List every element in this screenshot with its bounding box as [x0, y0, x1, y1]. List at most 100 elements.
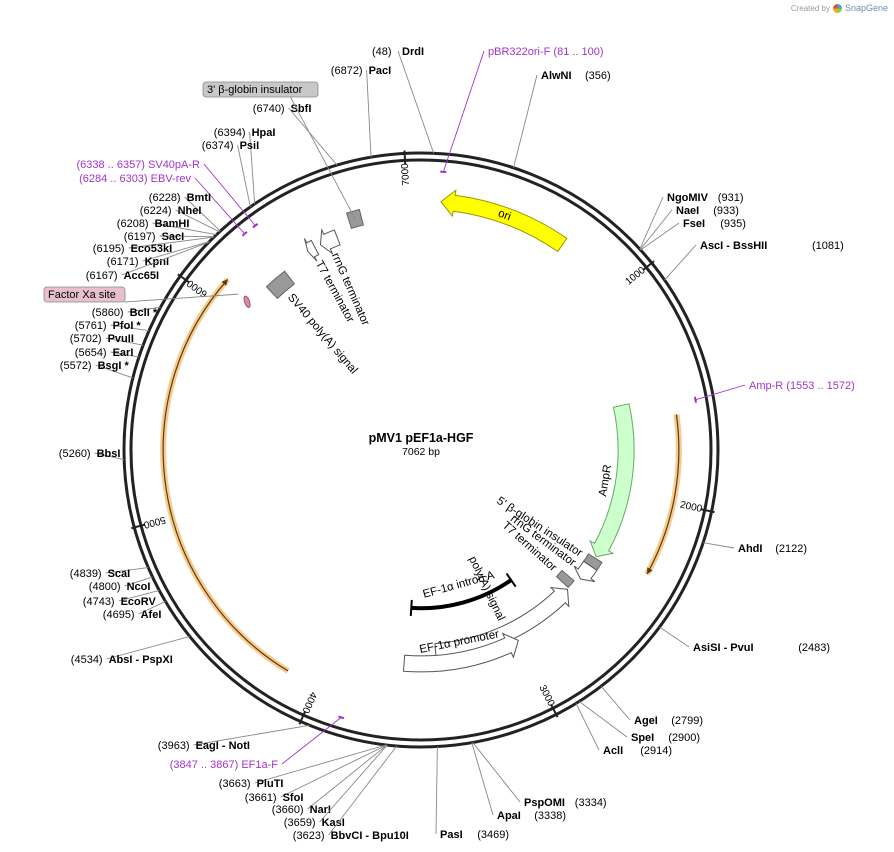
restriction-site[interactable]: (6228) BmtI: [149, 192, 221, 232]
site-name: AgeI: [634, 715, 658, 727]
restriction-site[interactable]: (5572)BsgI *: [60, 360, 134, 379]
restriction-site[interactable]: (6374)PsiI: [202, 140, 259, 208]
feature-arrow[interactable]: [434, 586, 570, 661]
site-name: BbvCI - Bpu10I: [331, 830, 409, 842]
factor-xa-site-marker[interactable]: [243, 295, 252, 308]
orf-arrowhead: [646, 567, 653, 575]
restriction-site[interactable]: (5654)EarI: [75, 347, 139, 359]
site-leader: [435, 746, 438, 835]
site-leader: [307, 744, 388, 810]
restriction-site[interactable]: (4800)NcoI: [89, 576, 153, 593]
site-name: FseI: [683, 218, 705, 230]
site-name: BmtI: [187, 192, 211, 204]
site-leader: [319, 744, 388, 823]
feature-arrow[interactable]: [589, 403, 635, 558]
primer-leader: [203, 163, 256, 226]
restriction-site[interactable]: (3660)NarI: [272, 744, 388, 816]
site-leader: [366, 69, 372, 158]
restriction-site[interactable]: (5702)PvuII: [70, 333, 144, 346]
restriction-site[interactable]: AclI(2914): [575, 703, 672, 757]
feature-bracket[interactable]: [411, 578, 513, 611]
primer-label[interactable]: pBR322ori-F (81 .. 100): [488, 46, 604, 58]
restriction-site[interactable]: (6208)BamHI: [117, 218, 217, 236]
site-name: AhdI: [738, 543, 762, 555]
feature-arrow[interactable]: [573, 560, 598, 583]
feature-arrow[interactable]: [319, 227, 341, 256]
backbone-layer: [122, 151, 720, 749]
restriction-site[interactable]: AhdI(2122): [703, 542, 807, 555]
site-name: PfoI *: [113, 320, 142, 332]
restriction-site[interactable]: SpeI(2900): [578, 701, 700, 744]
feature-box[interactable]: [265, 270, 296, 300]
restriction-site[interactable]: (4839)ScaI: [70, 567, 149, 580]
restriction-site[interactable]: (6394)HpaI: [214, 127, 276, 204]
site-name: BbsI: [97, 448, 121, 460]
site-leader: [600, 685, 631, 721]
restriction-site[interactable]: DrdI(48): [372, 46, 435, 154]
restriction-site[interactable]: (3663)PluTI: [219, 744, 387, 790]
restriction-site[interactable]: (3623) BbvCI - Bpu10I: [293, 745, 409, 842]
site-position: (3663): [219, 778, 251, 790]
site-position: (931): [718, 192, 744, 204]
feature-arrow[interactable]: [440, 189, 568, 253]
site-name: PvuII: [108, 333, 134, 345]
restriction-site[interactable]: NaeI(933): [639, 205, 739, 250]
restriction-site[interactable]: (5761)PfoI *: [75, 320, 150, 332]
factor-xa-box-label[interactable]: Factor Xa site: [43, 286, 239, 303]
primer-label[interactable]: (6338 .. 6357) SV40pA-R: [76, 159, 200, 171]
primer-marker[interactable]: [338, 715, 345, 720]
primer-label[interactable]: (6284 .. 6303) EBV-rev: [79, 173, 191, 185]
site-position: (6740): [253, 103, 285, 115]
restriction-site[interactable]: (6195)Eco53kI: [93, 236, 215, 255]
site-position: (2914): [640, 745, 672, 757]
restriction-site[interactable]: PspOMI(3334): [472, 742, 607, 809]
restriction-site[interactable]: AgeI(2799): [600, 685, 703, 727]
restriction-site[interactable]: AlwNI(356): [513, 70, 611, 168]
site-leader: [280, 744, 387, 798]
restriction-site[interactable]: NgoMIV(931): [639, 192, 744, 250]
primer-label[interactable]: Amp-R (1553 .. 1572): [749, 380, 855, 392]
restriction-site[interactable]: AscI - BssHII(1081): [664, 240, 844, 281]
restriction-site[interactable]: (6197)SacI: [124, 231, 215, 243]
restriction-site[interactable]: (4743)EcoRV: [83, 589, 160, 608]
site-leader: [328, 745, 398, 836]
restriction-site[interactable]: (3963)EagI - NotI: [158, 724, 310, 752]
restriction-site[interactable]: AsiSI - PvuI(2483): [659, 626, 830, 654]
restriction-site[interactable]: (6740)SbfI: [253, 103, 338, 166]
feature-arrow[interactable]: [402, 632, 519, 673]
site-position: (4534): [71, 654, 103, 666]
site-position: (6394): [214, 127, 246, 139]
feature-label: ori: [496, 208, 512, 224]
site-position: (3623): [293, 830, 325, 842]
restriction-site[interactable]: (5860)BclI *: [92, 306, 161, 319]
restriction-site[interactable]: (3661)SfoI: [245, 744, 387, 804]
site-name: Acc65I: [124, 270, 159, 282]
feature-arrow[interactable]: [303, 238, 320, 262]
restriction-site[interactable]: (4695)AfeI: [103, 601, 166, 621]
restriction-site[interactable]: (6167)Acc65I: [86, 241, 209, 282]
restriction-site[interactable]: (4534)AbsI - PspXI: [71, 635, 190, 666]
site-position: (4839): [70, 568, 102, 580]
feature-box[interactable]: [555, 569, 575, 589]
site-name: Eco53kI: [131, 243, 173, 255]
insulator-3-box-label[interactable]: 3' β-globin insulator: [202, 81, 356, 220]
primer-marker[interactable]: [241, 231, 248, 237]
site-leader: [118, 589, 160, 602]
orf-arrowhead: [221, 279, 228, 286]
site-name: BamHI: [155, 218, 190, 230]
primer-label[interactable]: (3847 .. 3867) EF1a-F: [170, 759, 279, 771]
primer-marker[interactable]: [252, 222, 259, 229]
restriction-site[interactable]: FseI(935): [640, 218, 746, 251]
orf-arc: [162, 278, 289, 672]
site-leader: [575, 703, 600, 751]
site-leader: [639, 209, 673, 250]
site-position: (6228): [149, 192, 181, 204]
site-name: BclI *: [130, 307, 158, 319]
boxed-label-leader: [124, 293, 239, 303]
restriction-site[interactable]: (3659)KasI: [284, 744, 388, 829]
restriction-site[interactable]: (6872)PacI: [331, 65, 391, 158]
restriction-site[interactable]: PasI(3469): [435, 746, 509, 841]
restriction-site[interactable]: (5260)BbsI: [59, 448, 125, 461]
restriction-site[interactable]: (6224)NheI: [140, 205, 220, 233]
restriction-site[interactable]: ApaI(3338): [471, 742, 566, 822]
